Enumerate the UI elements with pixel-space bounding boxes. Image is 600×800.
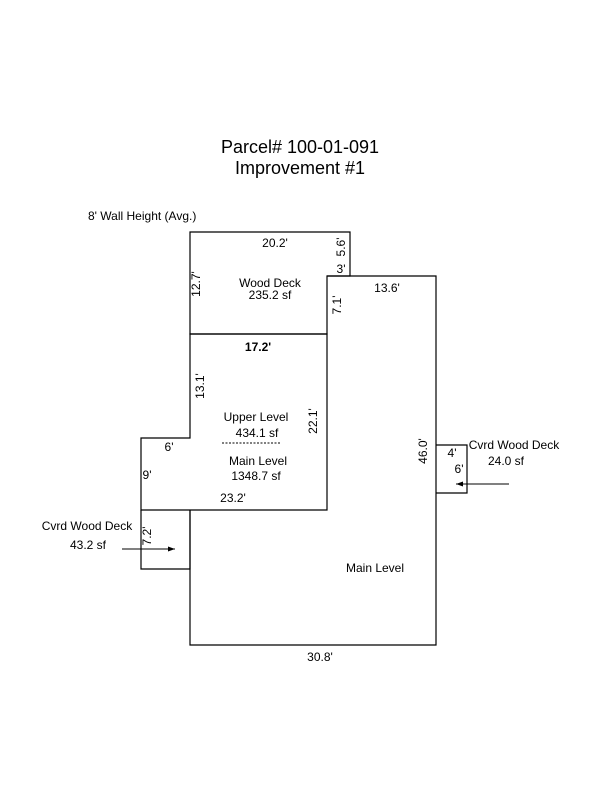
cvrd-deck-left-area: 43.2 sf (70, 538, 107, 552)
main-level-outline (189, 275, 437, 646)
dim-deck-step: 3' (337, 262, 346, 276)
dim-main-right: 46.0' (416, 438, 430, 464)
dim-cvrd-right-height: 6' (455, 462, 464, 476)
parcel-title: Parcel# 100-01-091 (220, 137, 380, 157)
main-level-label: Main Level (346, 561, 404, 575)
dim-deck-right-short: 5.6' (334, 238, 348, 257)
dim-deck-top: 20.2' (262, 236, 288, 250)
cvrd-deck-right-outline (436, 444, 468, 494)
cvrd-deck-right-arrowhead (456, 481, 463, 487)
main-level-upper-label: Main Level (229, 454, 287, 468)
cvrd-deck-left-outline (140, 510, 191, 570)
wall-height-note: 8' Wall Height (Avg.) (88, 209, 196, 223)
dim-deck-left: 12.7' (189, 271, 203, 297)
cvrd-deck-left-label: Cvrd Wood Deck (42, 519, 133, 533)
upper-level-area: 434.1 sf (236, 426, 279, 440)
dim-notch-left: 9' (143, 468, 152, 482)
dim-upper-top: 17.2' (245, 340, 271, 354)
wood-deck-label: Wood Deck (239, 276, 302, 290)
dim-main-bottom: 30.8' (307, 650, 333, 664)
upper-level-label: Upper Level (224, 410, 289, 424)
dim-upper-right: 22.1' (306, 408, 320, 434)
dim-upper-bottom: 23.2' (220, 491, 246, 505)
cvrd-deck-left-arrowhead (168, 546, 175, 552)
dim-cvrd-right-width: 4' (448, 446, 457, 460)
dim-main-top: 13.6' (374, 281, 400, 295)
improvement-title: Improvement #1 (234, 158, 366, 178)
main-level-upper-area: 1348.7 sf (231, 469, 281, 483)
dim-upper-left: 13.1' (193, 373, 207, 399)
dim-main-step: 7.1' (330, 296, 344, 315)
cvrd-deck-right-area: 24.0 sf (488, 454, 525, 468)
cvrd-deck-right-label: Cvrd Wood Deck (469, 438, 560, 452)
dim-cvrd-left-height: 7.2' (140, 527, 154, 546)
dim-notch-top: 6' (165, 440, 174, 454)
wood-deck-area: 235.2 sf (249, 288, 292, 302)
